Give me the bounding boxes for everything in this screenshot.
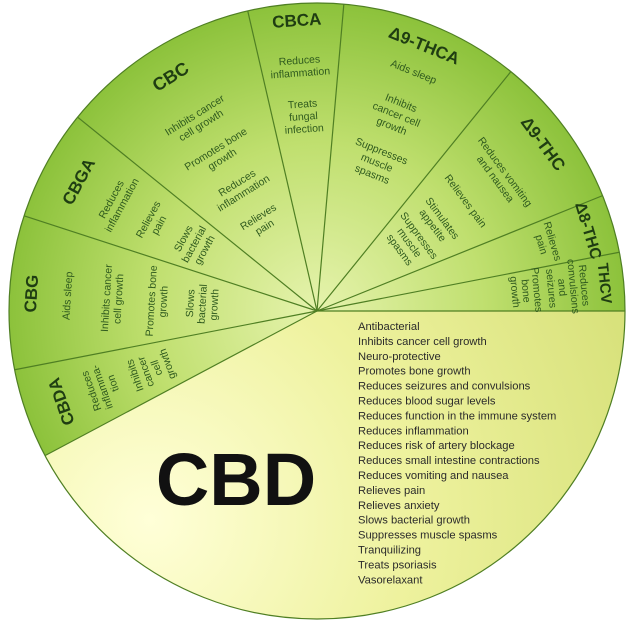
section-effect-line: seizures bbox=[543, 268, 559, 308]
sector-divider bbox=[14, 310, 318, 371]
sector-divider bbox=[316, 71, 512, 312]
section-effect-line: infection bbox=[284, 122, 324, 137]
sector-divider bbox=[316, 195, 603, 312]
section-effect-line: Reduces bbox=[576, 264, 592, 306]
wheel-sectors bbox=[9, 2, 626, 619]
sector-divider bbox=[316, 251, 620, 312]
cbd-effect: Reduces blood sugar levels bbox=[358, 396, 496, 408]
section-effect-line: growth bbox=[157, 285, 171, 317]
sector-cbga bbox=[24, 117, 318, 312]
section-effect-line: Slows bbox=[184, 289, 198, 318]
cbd-effect: Inhibits cancer cell growth bbox=[358, 336, 487, 348]
sector-cbda bbox=[14, 311, 318, 456]
section-title: THCV bbox=[594, 262, 615, 304]
cbd-effect: Suppresses muscle spasms bbox=[358, 530, 498, 542]
section-effect: Treatsfungalinfection bbox=[283, 97, 325, 137]
sector-cbc bbox=[77, 10, 318, 312]
wheel-outline bbox=[8, 2, 626, 620]
sector-divider bbox=[247, 10, 318, 312]
cbd-effect: Reduces function in the immune system bbox=[358, 410, 556, 422]
sector-divider bbox=[44, 310, 318, 457]
section-effect-line: cell bbox=[149, 358, 166, 377]
cbd-effect: Reduces vomiting and nausea bbox=[358, 470, 509, 482]
cbd-effect: Relieves anxiety bbox=[358, 500, 440, 512]
cbd-effect: Slows bacterial growth bbox=[358, 515, 470, 527]
section-thcv: THCVReducesconvulsionsandseizuresPromote… bbox=[506, 257, 615, 316]
cbd-effect: Promotes bone growth bbox=[358, 366, 471, 378]
section-effect-line: Promotes bone bbox=[144, 265, 160, 337]
cbd-effect: Tranquilizing bbox=[358, 545, 421, 557]
section-effect-line: inflammation bbox=[270, 65, 330, 81]
cbd-effect: Vasorelaxant bbox=[358, 574, 423, 586]
section-effect: Promotesbonegrowth bbox=[506, 267, 544, 315]
cbd-effect: Reduces seizures and convulsions bbox=[358, 381, 531, 393]
section-effect-line: Reduces bbox=[278, 53, 320, 68]
section-effect-line: Promotes bbox=[528, 267, 544, 313]
section-effect: Inhibitscancercellgrowth bbox=[124, 346, 179, 393]
cbd-title: CBD bbox=[156, 438, 316, 521]
section-effect-line: and bbox=[555, 278, 569, 297]
cbd-effect: Reduces inflammation bbox=[358, 425, 469, 437]
section-cbca: CBCA ReducesinflammationTreatsfungalinfec… bbox=[269, 10, 330, 137]
sector-8thc bbox=[317, 195, 620, 311]
sector-cbg bbox=[9, 215, 318, 370]
cbd-effect: Relieves pain bbox=[358, 485, 425, 497]
sector-cbca bbox=[247, 2, 344, 311]
sector-9thc bbox=[317, 71, 603, 312]
cbd-effect: Treats psoriasis bbox=[358, 559, 437, 571]
section-effect-line: growth bbox=[507, 276, 522, 309]
wheel-dividers bbox=[8, 2, 626, 620]
section-effect-line: tion bbox=[105, 373, 122, 393]
section-cbg: CBG Aids sleep Inhibits cancercell growth P… bbox=[21, 263, 222, 338]
section-effect-line: bacterial bbox=[196, 284, 210, 324]
section-effect: Slowsbacterialgrowth bbox=[184, 283, 222, 325]
sector-9thca bbox=[317, 4, 511, 312]
section-effect: Promotes bonegrowth bbox=[144, 265, 172, 338]
section-effect-line: Inhibits cancer bbox=[99, 263, 115, 332]
cbd-effect: Reduces small intestine contractions bbox=[358, 455, 540, 467]
sector-divider bbox=[23, 215, 318, 312]
sector-divider bbox=[316, 4, 345, 312]
section-effect: Aids sleep bbox=[60, 271, 75, 320]
section-effect-line: Aids sleep bbox=[60, 271, 75, 320]
sector-divider bbox=[77, 116, 318, 312]
section-effect-line: Treats bbox=[287, 97, 317, 111]
section-title: CBG bbox=[21, 274, 42, 313]
section-effect: Reducesinflammation bbox=[269, 53, 330, 82]
section-effect-line: bone bbox=[518, 279, 532, 304]
section-effect-line: convulsions bbox=[564, 258, 581, 314]
section-title: CBCA bbox=[272, 10, 322, 32]
section-effect-line: fungal bbox=[289, 110, 318, 124]
section-effect-line: growth bbox=[208, 288, 222, 320]
section-effect-line: pain bbox=[533, 233, 550, 256]
section-effect: Inhibits cancercell growth bbox=[99, 263, 127, 333]
cbd-effect: Antibacterial bbox=[358, 321, 420, 333]
cbd-effect: Neuro-protective bbox=[358, 351, 441, 363]
sector-cbd bbox=[45, 311, 626, 619]
cbd-effect: Reduces risk of artery blockage bbox=[358, 440, 515, 452]
section-effect-line: cell growth bbox=[111, 273, 126, 324]
section-effect: Reducesconvulsionsandseizures bbox=[542, 257, 592, 316]
